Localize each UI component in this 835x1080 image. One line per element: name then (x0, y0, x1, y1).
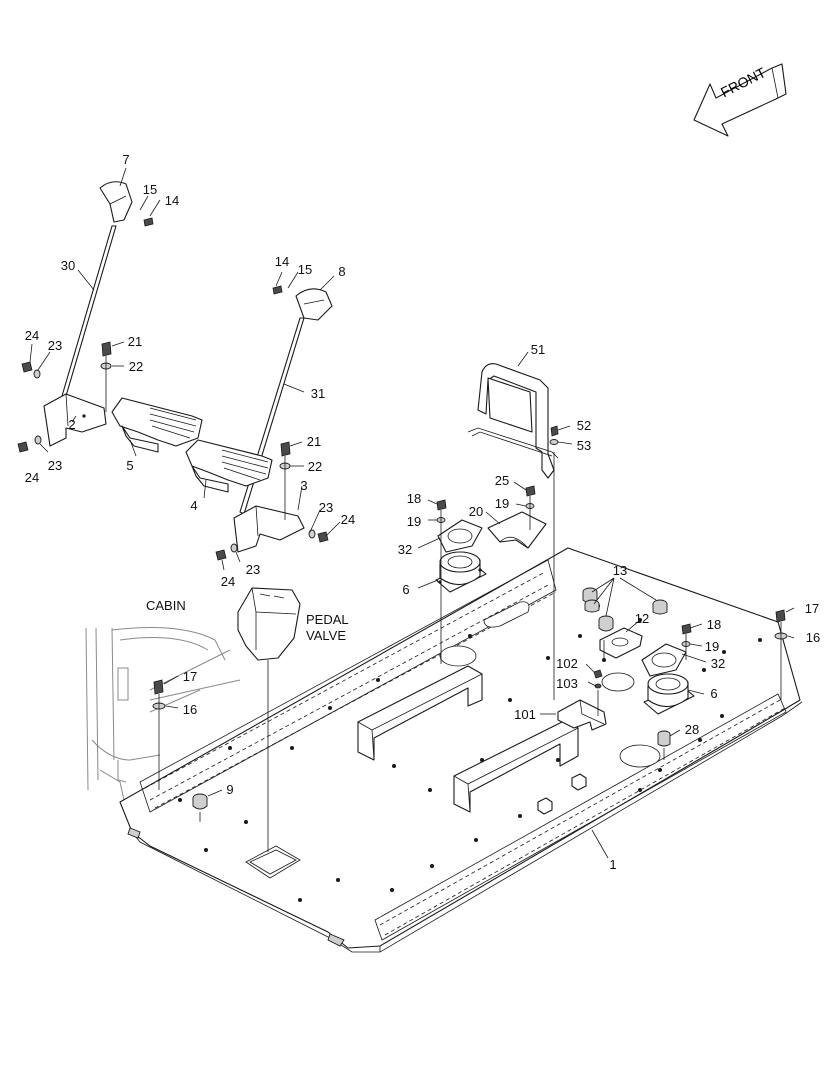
callout-32: 32 (397, 542, 413, 557)
callout-16: 16 (805, 630, 821, 645)
pedal-valve-caption-line1: PEDAL (306, 612, 349, 627)
callout-21: 21 (306, 434, 322, 449)
callout-28: 28 (684, 722, 700, 737)
callout-4: 4 (190, 498, 198, 513)
pedal-4 (185, 439, 273, 493)
callout-6: 6 (402, 582, 410, 597)
callout-53: 53 (576, 438, 592, 453)
callout-9: 9 (226, 782, 234, 797)
alignment-lines (105, 356, 782, 852)
callout-23: 23 (245, 562, 261, 577)
callout-18: 18 (406, 491, 422, 506)
callout-7: 7 (122, 152, 130, 167)
callout-20: 20 (468, 504, 484, 519)
callout-18: 18 (706, 617, 722, 632)
bracket-2 (43, 393, 107, 447)
pedal-5 (111, 397, 203, 453)
bracket-3 (233, 505, 305, 553)
leader-lines (29, 167, 795, 859)
callout-23: 23 (47, 338, 63, 353)
pedal-valve (237, 587, 301, 661)
pedal-valve-caption-line2: VALVE (306, 628, 346, 643)
callout-24: 24 (24, 470, 40, 485)
part-9-knob (192, 793, 208, 810)
callout-16: 16 (182, 702, 198, 717)
callout-21: 21 (127, 334, 143, 349)
callout-15: 15 (142, 182, 158, 197)
callout-52: 52 (576, 418, 592, 433)
front-arrow-icon (693, 63, 787, 137)
callout-31: 31 (310, 386, 326, 401)
callout-15: 15 (297, 262, 313, 277)
callout-5: 5 (126, 458, 134, 473)
cabin-outline (85, 627, 241, 801)
callout-8: 8 (338, 264, 346, 279)
callout-19: 19 (494, 496, 510, 511)
grab-handle-51 (467, 363, 559, 479)
callout-22: 22 (307, 459, 323, 474)
callout-24: 24 (24, 328, 40, 343)
callout-25: 25 (494, 473, 510, 488)
callout-23: 23 (47, 458, 63, 473)
part-20-cover (487, 511, 547, 549)
floor-plate (119, 547, 803, 953)
callout-32: 32 (710, 656, 726, 671)
callout-23: 23 (318, 500, 334, 515)
cabin-caption: CABIN (146, 598, 186, 613)
parts-102-103 (593, 669, 603, 689)
callout-6: 6 (710, 686, 718, 701)
plate-32-left (437, 519, 483, 553)
callout-24: 24 (220, 574, 236, 589)
part-28-knob (657, 730, 671, 747)
callout-24: 24 (340, 512, 356, 527)
lever-30 (61, 181, 133, 397)
callout-22: 22 (128, 359, 144, 374)
bolts-and-washers (17, 217, 788, 710)
callout-102: 102 (556, 656, 578, 671)
callout-30: 30 (60, 258, 76, 273)
callout-19: 19 (406, 514, 422, 529)
plate-32-right (641, 643, 687, 677)
callout-51: 51 (530, 342, 546, 357)
callout-14: 14 (274, 254, 290, 269)
callout-12: 12 (634, 611, 650, 626)
callout-3: 3 (300, 478, 308, 493)
callout-17: 17 (804, 601, 820, 616)
callout-13: 13 (612, 563, 628, 578)
callout-1: 1 (609, 857, 617, 872)
part-12-cover (599, 627, 643, 659)
rubber-mount-right (643, 673, 695, 715)
callout-14: 14 (164, 193, 180, 208)
part-101-bracket (557, 699, 607, 731)
callout-101: 101 (514, 707, 536, 722)
callout-103: 103 (556, 676, 578, 691)
callout-2: 2 (68, 417, 76, 432)
callout-17: 17 (182, 669, 198, 684)
rubber-mount-left (435, 551, 487, 593)
callout-19: 19 (704, 639, 720, 654)
